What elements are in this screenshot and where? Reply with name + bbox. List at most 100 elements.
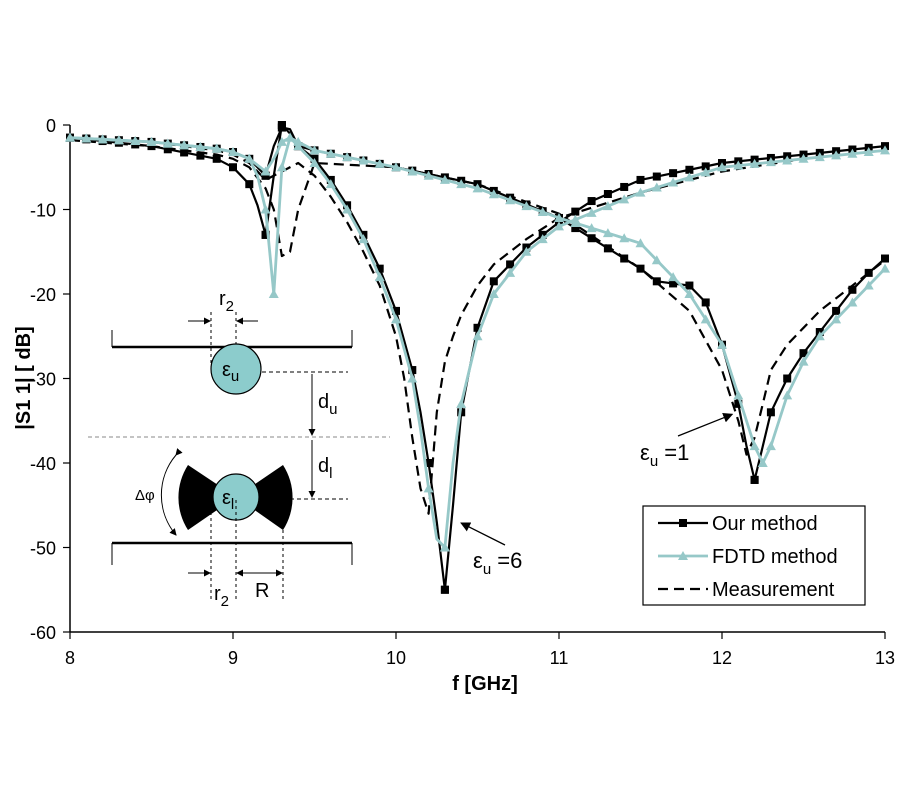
data-point-triangle [521, 201, 532, 211]
data-point-square [587, 234, 596, 243]
series-measurement-eps_u=6 [69, 136, 886, 515]
x-tick-label: 9 [228, 648, 238, 668]
series-line [69, 136, 886, 515]
x-tick-label: 11 [550, 648, 569, 668]
data-point-square [636, 264, 645, 273]
data-point-triangle [782, 390, 793, 400]
data-point-triangle [423, 483, 434, 493]
data-point-triangle [309, 158, 320, 168]
series-line [69, 136, 887, 465]
data-point-triangle [113, 135, 124, 145]
data-point-square [701, 162, 710, 171]
data-point-square [277, 121, 286, 129]
data-point-square [799, 349, 808, 358]
data-point-square [424, 459, 433, 467]
data-point-square [636, 175, 645, 184]
data-point-triangle [407, 373, 418, 383]
data-point-triangle [700, 314, 711, 324]
data-point-square [571, 224, 580, 233]
series-fdtd-eps_u=1 [65, 132, 890, 467]
data-point-square [196, 151, 205, 160]
data-point-triangle [342, 152, 353, 162]
data-point-triangle [407, 166, 418, 176]
x-axis-title: f [GHz] [452, 673, 518, 695]
annotation-eps-u-6: εu =6 [473, 548, 522, 578]
data-point-square [147, 142, 156, 151]
y-tick-label: -60 [30, 623, 56, 643]
data-point-triangle [244, 153, 255, 163]
data-point-triangle [717, 162, 727, 172]
data-point-triangle [309, 145, 320, 155]
legend-label-fdtd: FDTD method [712, 546, 838, 568]
data-point-triangle [749, 441, 760, 451]
data-point-square [408, 366, 417, 375]
data-point-square [506, 260, 515, 269]
data-point-square [783, 374, 792, 383]
eps-l-label: εl [222, 487, 234, 513]
data-point-square [473, 323, 482, 332]
data-point-triangle [260, 166, 271, 176]
data-point-triangle [765, 157, 776, 167]
data-point-triangle [880, 145, 890, 155]
data-point-triangle [456, 398, 467, 408]
data-point-triangle [684, 289, 695, 298]
data-point-triangle [570, 218, 581, 228]
data-point-triangle [798, 356, 809, 366]
data-point-triangle [65, 132, 75, 142]
data-point-triangle [717, 339, 727, 349]
annotation-arrow-eps6 [460, 522, 506, 546]
data-point-triangle [162, 138, 173, 148]
data-point-triangle [81, 133, 92, 143]
data-point-square [679, 519, 687, 527]
data-point-triangle [488, 289, 499, 298]
data-point-triangle [651, 182, 662, 192]
data-point-triangle [293, 136, 304, 146]
left-metal-sector [178, 465, 236, 530]
data-point-triangle [488, 189, 499, 199]
x-tick-label: 12 [712, 648, 732, 668]
x-tick-label: 8 [65, 648, 75, 668]
data-point-triangle [602, 201, 613, 211]
data-point-square [669, 279, 678, 288]
data-point-triangle [439, 174, 450, 184]
data-point-square [261, 230, 270, 239]
y-tick-label: 0 [46, 116, 56, 136]
data-point-triangle [831, 150, 842, 160]
data-point-triangle [880, 263, 890, 273]
x-tick-label: 10 [386, 648, 406, 668]
data-point-triangle [391, 162, 401, 172]
data-point-triangle [97, 134, 108, 144]
data-point-square [669, 169, 678, 178]
data-point-square [392, 306, 400, 315]
delta-phi-label: Δφ [135, 487, 155, 504]
data-point-square [766, 408, 775, 417]
y-axis-title: |S1 1| [ dB] [13, 326, 35, 429]
data-point-triangle [195, 141, 206, 151]
data-point-triangle [586, 207, 597, 217]
data-point-triangle [749, 158, 760, 168]
series-line [69, 123, 886, 481]
annotation-eps-u-1: εu =1 [640, 440, 689, 470]
data-point-triangle [554, 212, 564, 222]
eps-u-label: εu [222, 359, 239, 385]
data-point-square [701, 298, 710, 307]
data-point-triangle [439, 542, 450, 552]
right-metal-sector [236, 465, 293, 530]
data-point-square [229, 163, 237, 172]
data-point-square [603, 190, 612, 199]
series-layer [65, 121, 890, 594]
data-point-triangle [146, 136, 157, 146]
data-point-triangle [863, 147, 874, 157]
dl-label: dl [318, 455, 332, 482]
data-point-square [571, 207, 580, 216]
data-point-square [620, 182, 629, 191]
data-point-triangle [276, 136, 287, 146]
data-point-square [832, 306, 841, 315]
data-point-triangle [678, 551, 688, 560]
data-point-triangle [374, 158, 385, 168]
r2-top-label: r2 [219, 288, 234, 315]
legend-label-our: Our method [712, 513, 818, 535]
data-point-triangle [586, 223, 597, 233]
data-point-triangle [757, 458, 768, 467]
